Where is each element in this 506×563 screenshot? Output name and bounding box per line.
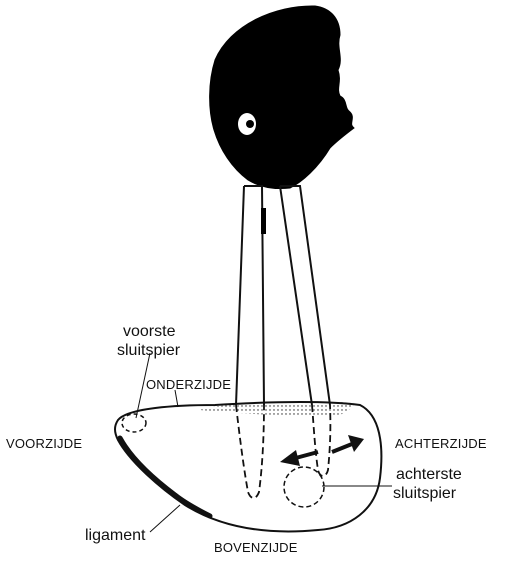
bird-head: [210, 6, 354, 189]
upper-mandible-hidden: [236, 405, 264, 498]
bird-pupil: [246, 120, 254, 128]
label-bovenzijde: BOVENZIJDE: [214, 541, 298, 554]
anterior-adductor: [122, 414, 146, 432]
arrow-right-shaft: [332, 444, 352, 452]
label-onderzijde: ONDERZIJDE: [146, 378, 231, 391]
label-voorste-sluitspier-line2: sluitspier: [117, 343, 180, 359]
nostril: [261, 208, 266, 234]
label-achterzijde: ACHTERZIJDE: [395, 437, 487, 450]
label-achterste-sluitspier-line2: sluitspier: [393, 486, 456, 502]
label-ligament: ligament: [85, 528, 145, 544]
leader-ligament: [150, 505, 180, 532]
label-voorzijde: VOORZIJDE: [6, 437, 82, 450]
upper-mandible: [236, 186, 264, 405]
label-voorste-sluitspier-line1: voorste: [123, 324, 175, 340]
arrow-left-head: [280, 450, 300, 466]
ligament-edge: [120, 438, 210, 516]
label-achterste-sluitspier-line1: achterste: [396, 467, 462, 483]
leader-onderzijde: [175, 390, 178, 407]
shell-outline: [115, 402, 381, 531]
posterior-adductor: [284, 467, 324, 507]
lower-mandible: [280, 186, 330, 405]
